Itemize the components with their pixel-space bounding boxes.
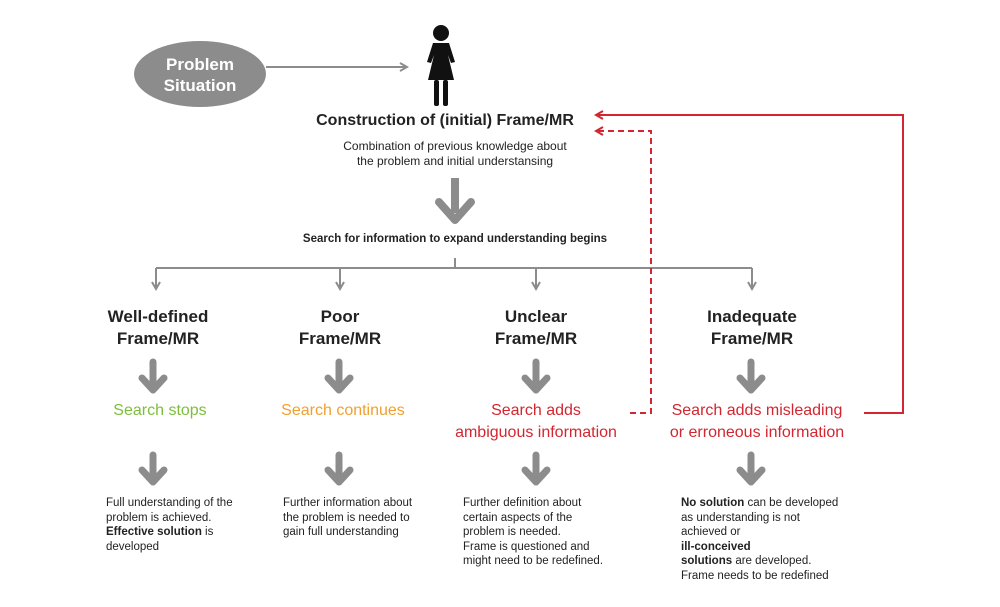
outcome-well-defined: Search stops bbox=[113, 402, 207, 419]
problem-ellipse bbox=[134, 41, 266, 107]
desc-text: developed bbox=[106, 540, 160, 553]
desc-line: ill-conceived bbox=[681, 540, 856, 555]
desc-text: Frame needs to be redefined bbox=[681, 569, 829, 582]
desc-text: can be developed bbox=[744, 497, 839, 509]
woman-figure-icon bbox=[427, 25, 455, 106]
desc-bold: solutions bbox=[681, 555, 733, 567]
desc-line: Further definition about bbox=[463, 496, 638, 511]
search-begins-label: Search for information to expand underst… bbox=[302, 233, 608, 245]
desc-line: Further information about bbox=[283, 496, 458, 511]
desc-line: gain full understanding bbox=[283, 525, 458, 540]
desc-bold: ill-conceived bbox=[681, 540, 751, 553]
desc-text: Further information about bbox=[283, 497, 413, 509]
desc-text: is bbox=[201, 526, 214, 538]
desc-line: Effective solution is bbox=[106, 525, 281, 540]
desc-text: Full understanding of the bbox=[106, 497, 233, 509]
desc-line: achieved or bbox=[681, 525, 856, 540]
desc-text: the problem is needed to bbox=[283, 511, 410, 524]
desc-line: problem is achieved. bbox=[106, 511, 281, 526]
desc-line: might need to be redefined. bbox=[463, 554, 638, 569]
desc-line: Full understanding of the bbox=[106, 496, 281, 511]
desc-line: as understanding is not bbox=[681, 511, 856, 526]
desc-bold: Effective solution bbox=[106, 526, 202, 538]
desc-line: Frame needs to be redefined bbox=[681, 569, 856, 584]
unclear-feedback-arrow bbox=[596, 131, 652, 414]
construction-subtitle: Combination of previous knowledge about … bbox=[343, 139, 567, 168]
desc-text: might need to be redefined. bbox=[463, 555, 604, 567]
desc-text: certain aspects of the bbox=[463, 511, 573, 524]
desc-text: Further definition about bbox=[463, 497, 582, 509]
desc-text: problem is needed. bbox=[463, 526, 561, 538]
construction-title: Construction of (initial) Frame/MR bbox=[316, 112, 574, 129]
desc-text: problem is achieved. bbox=[106, 511, 212, 524]
desc-poor: Further information about the problem is … bbox=[283, 496, 458, 540]
desc-line: developed bbox=[106, 540, 281, 555]
desc-line: problem is needed. bbox=[463, 525, 638, 540]
branch-lines bbox=[156, 258, 752, 289]
outcome-poor: Search continues bbox=[281, 402, 405, 419]
desc-text: as understanding is not bbox=[681, 511, 800, 524]
desc-line: No solution can be developed bbox=[681, 496, 856, 511]
desc-text: achieved or bbox=[681, 526, 741, 538]
desc-text: gain full understanding bbox=[283, 526, 399, 538]
desc-well-defined: Full understanding of the problem is achi… bbox=[106, 496, 281, 554]
desc-bold: No solution bbox=[681, 497, 745, 509]
desc-arrows bbox=[138, 451, 766, 486]
desc-line: the problem is needed to bbox=[283, 511, 458, 526]
main-down-arrow bbox=[435, 178, 475, 224]
problem-situation-label: Problem Situation bbox=[163, 55, 237, 95]
desc-text: are developed. bbox=[732, 555, 812, 567]
desc-unclear: Further definition about certain aspects … bbox=[463, 496, 638, 569]
desc-line: solutions are developed. bbox=[681, 554, 856, 569]
outcome-arrows bbox=[138, 358, 766, 394]
desc-text: Frame is questioned and bbox=[463, 540, 590, 553]
desc-line: Frame is questioned and bbox=[463, 540, 638, 555]
desc-line: certain aspects of the bbox=[463, 511, 638, 526]
inadequate-feedback-arrow bbox=[596, 115, 904, 414]
